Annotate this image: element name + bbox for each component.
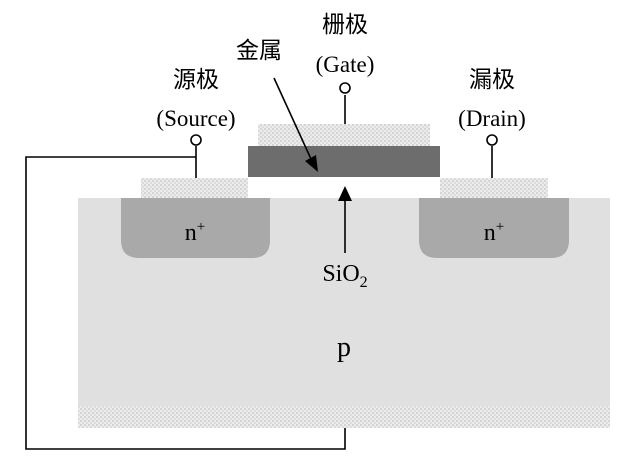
plus-superscript: + [496, 219, 504, 235]
drain-n-plus-region [419, 198, 569, 258]
drain-label-en: (Drain) [458, 106, 526, 131]
wires [25, 95, 493, 450]
gate-label-en: (Gate) [316, 52, 375, 77]
source-label-zh: 源极 [173, 67, 219, 93]
source-terminal-circle [190, 134, 202, 146]
oxide-pointer-head [338, 186, 352, 201]
oxide-label: SiO2 [322, 261, 367, 291]
drain-n-plus-label: n+ [484, 219, 504, 246]
gate-label-zh: 栅极 [322, 12, 368, 38]
substrate-label: p [337, 332, 351, 363]
source-label-en: (Source) [156, 106, 235, 131]
body-contact [78, 406, 610, 428]
drain-contact [440, 178, 548, 198]
metal-label-zh: 金属 [236, 38, 282, 64]
source-contact [141, 178, 248, 198]
terminals [190, 82, 498, 146]
oxide-main-text: SiO [322, 261, 359, 287]
source-body-connection [25, 156, 346, 450]
gate-metal [248, 146, 440, 177]
oxide-subscript: 2 [360, 274, 368, 291]
gate-terminal-circle [339, 82, 351, 94]
metal-pointer-line [273, 77, 312, 160]
drain-label-zh: 漏极 [469, 67, 515, 93]
source-n-plus-region [121, 198, 270, 258]
n-letter: n [185, 220, 197, 246]
n-letter: n [484, 220, 496, 246]
gate-contact [258, 124, 430, 146]
metal-pointer-head [305, 155, 318, 172]
source-n-plus-label: n+ [185, 219, 205, 246]
drain-terminal-circle [486, 134, 498, 146]
plus-superscript: + [197, 219, 205, 235]
arrows [273, 77, 352, 253]
